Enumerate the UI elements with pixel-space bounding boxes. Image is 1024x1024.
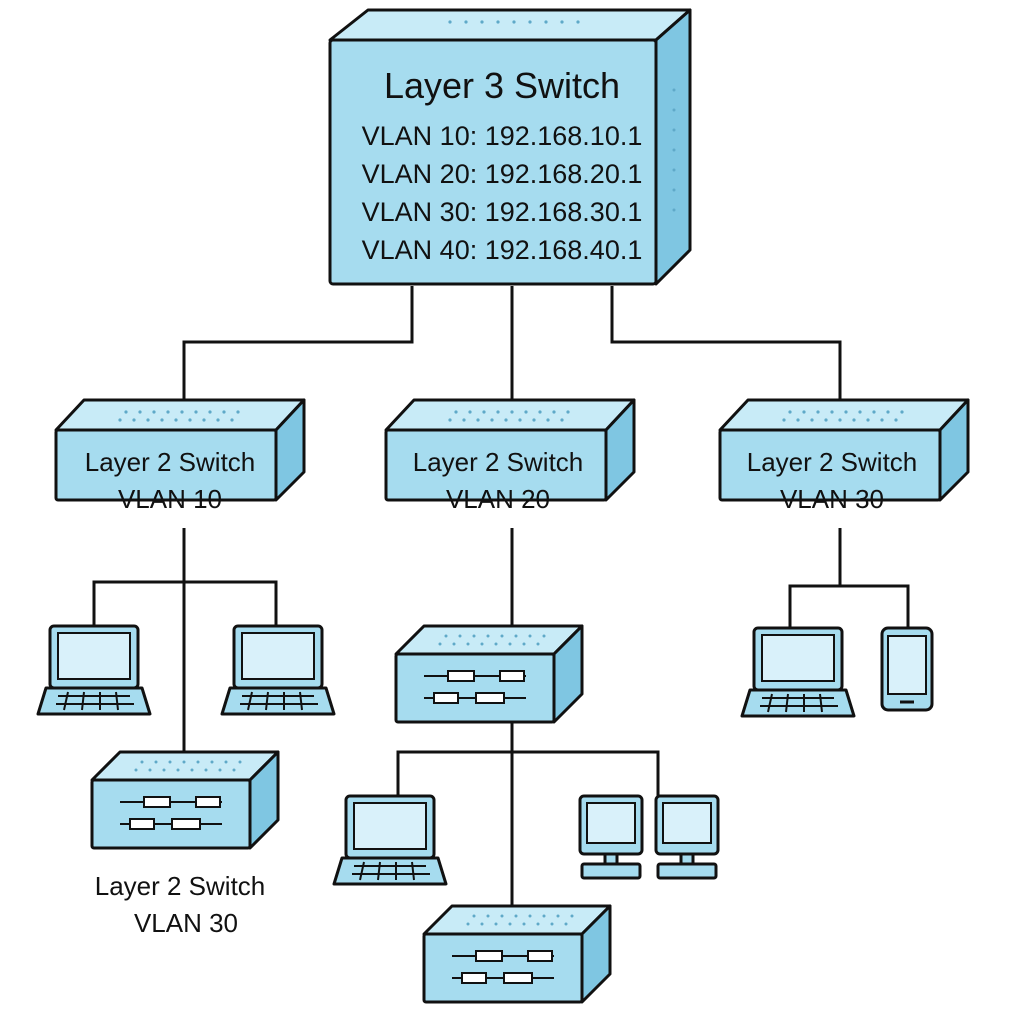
link-l3-to-l2-vlan10 [182,286,414,430]
vlan-gateway-line: VLAN 10: 192.168.10.1 [362,121,643,151]
vlan-gateway-line: VLAN 30: 192.168.30.1 [362,197,643,227]
switch-caption-label: Layer 2 Switch [95,871,266,901]
layer2-switch-vlan30[interactable]: Layer 2 Switch VLAN 30 [718,398,970,514]
switch-label: Layer 2 Switch [413,447,584,477]
vlan-gateway-line: VLAN 40: 192.168.40.1 [362,235,643,265]
switch-icon[interactable] [394,624,584,724]
switch-vlan-label: VLAN 30 [780,484,884,514]
switch-label: Layer 2 Switch [747,447,918,477]
switch-caption-vlan: VLAN 30 [134,908,238,938]
switch-icon[interactable] [90,750,280,850]
monitor-icon[interactable] [654,794,720,880]
layer2-switch-vlan10[interactable]: Layer 2 Switch VLAN 10 [54,398,306,514]
layer3-switch-title: Layer 3 Switch [384,65,620,106]
switch-icon[interactable] [422,904,612,1004]
switch-vlan-label: VLAN 20 [446,484,550,514]
smartphone-icon[interactable] [880,626,934,712]
layer2-switch-vlan20[interactable]: Layer 2 Switch VLAN 20 [384,398,636,514]
laptop-icon[interactable] [220,624,336,716]
vlan-gateway-line: VLAN 20: 192.168.20.1 [362,159,643,189]
layer3-switch[interactable]: Layer 3 Switch VLAN 10: 192.168.10.1 VLA… [328,8,692,286]
monitor-icon[interactable] [578,794,644,880]
switch-label: Layer 2 Switch [85,447,256,477]
laptop-icon[interactable] [332,794,448,886]
link-l3-to-l2-vlan30 [610,286,842,430]
laptop-icon[interactable] [36,624,152,716]
connection-lines [92,286,910,934]
switch-vlan-label: VLAN 10 [118,484,222,514]
laptop-icon[interactable] [740,626,856,718]
